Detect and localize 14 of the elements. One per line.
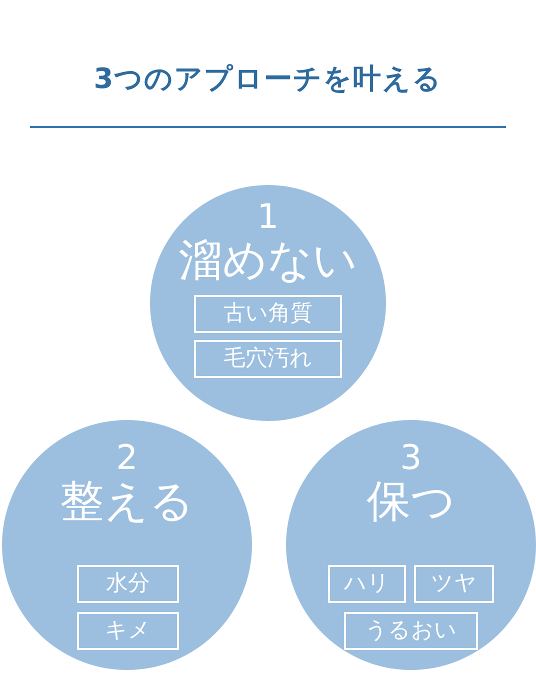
keyword-box: キメ: [77, 612, 179, 650]
keyword-box: ハリ: [328, 565, 406, 603]
keyword-box: 毛穴汚れ: [194, 340, 342, 378]
heading: 溜めない: [178, 237, 358, 285]
step-number: 1: [256, 199, 280, 235]
keyword-box: 古い角質: [194, 295, 342, 333]
title: 3つのアプローチを叶える: [92, 61, 444, 97]
keyword-box: うるおい: [344, 612, 478, 650]
heading: 保つ: [366, 478, 456, 526]
heading: 整える: [59, 478, 195, 526]
keyword-box: 水分: [77, 565, 179, 603]
step-number: 3: [399, 440, 423, 476]
step-number: 2: [115, 440, 139, 476]
keyword-box: ツヤ: [414, 565, 494, 603]
